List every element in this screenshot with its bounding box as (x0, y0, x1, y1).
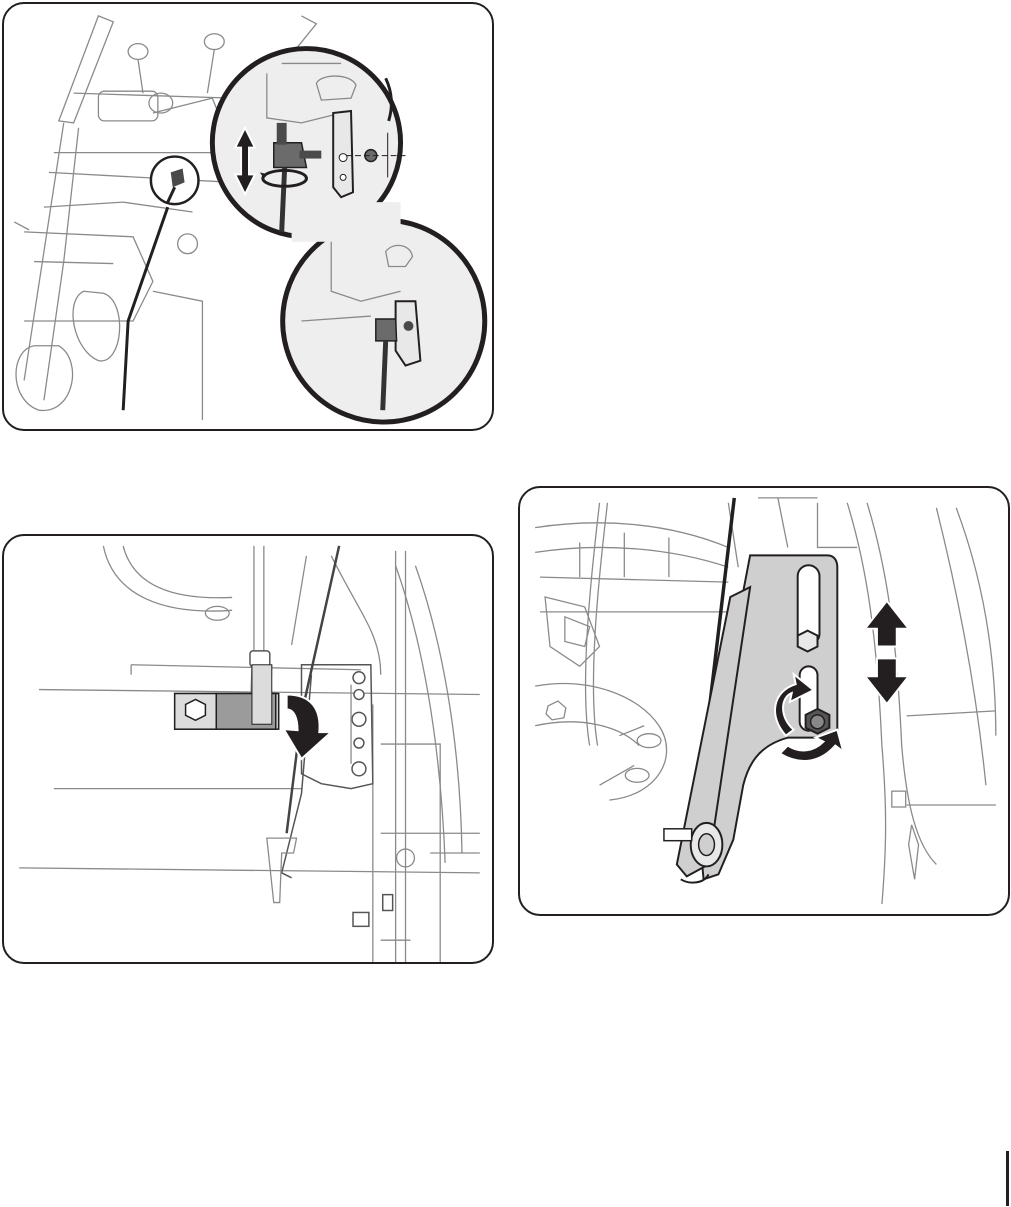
engine-line-art (19, 546, 480, 962)
figure-control-lever (2, 534, 494, 964)
throttle-cable (123, 207, 168, 410)
illustration-slotted-bracket (520, 488, 1008, 914)
control-cable (287, 546, 340, 833)
page-margin-rule (1006, 1151, 1009, 1206)
illustration-lever-bracket (4, 536, 492, 962)
figure-cable-adjustment (2, 2, 494, 431)
figure-bracket-adjustment (518, 486, 1010, 916)
magnified-detail-inset (212, 49, 484, 422)
down-arrow-icon (865, 658, 909, 704)
illustration-cable-ferrule (4, 4, 492, 429)
curved-down-arrow-icon (284, 695, 332, 759)
up-arrow-icon (865, 601, 909, 647)
